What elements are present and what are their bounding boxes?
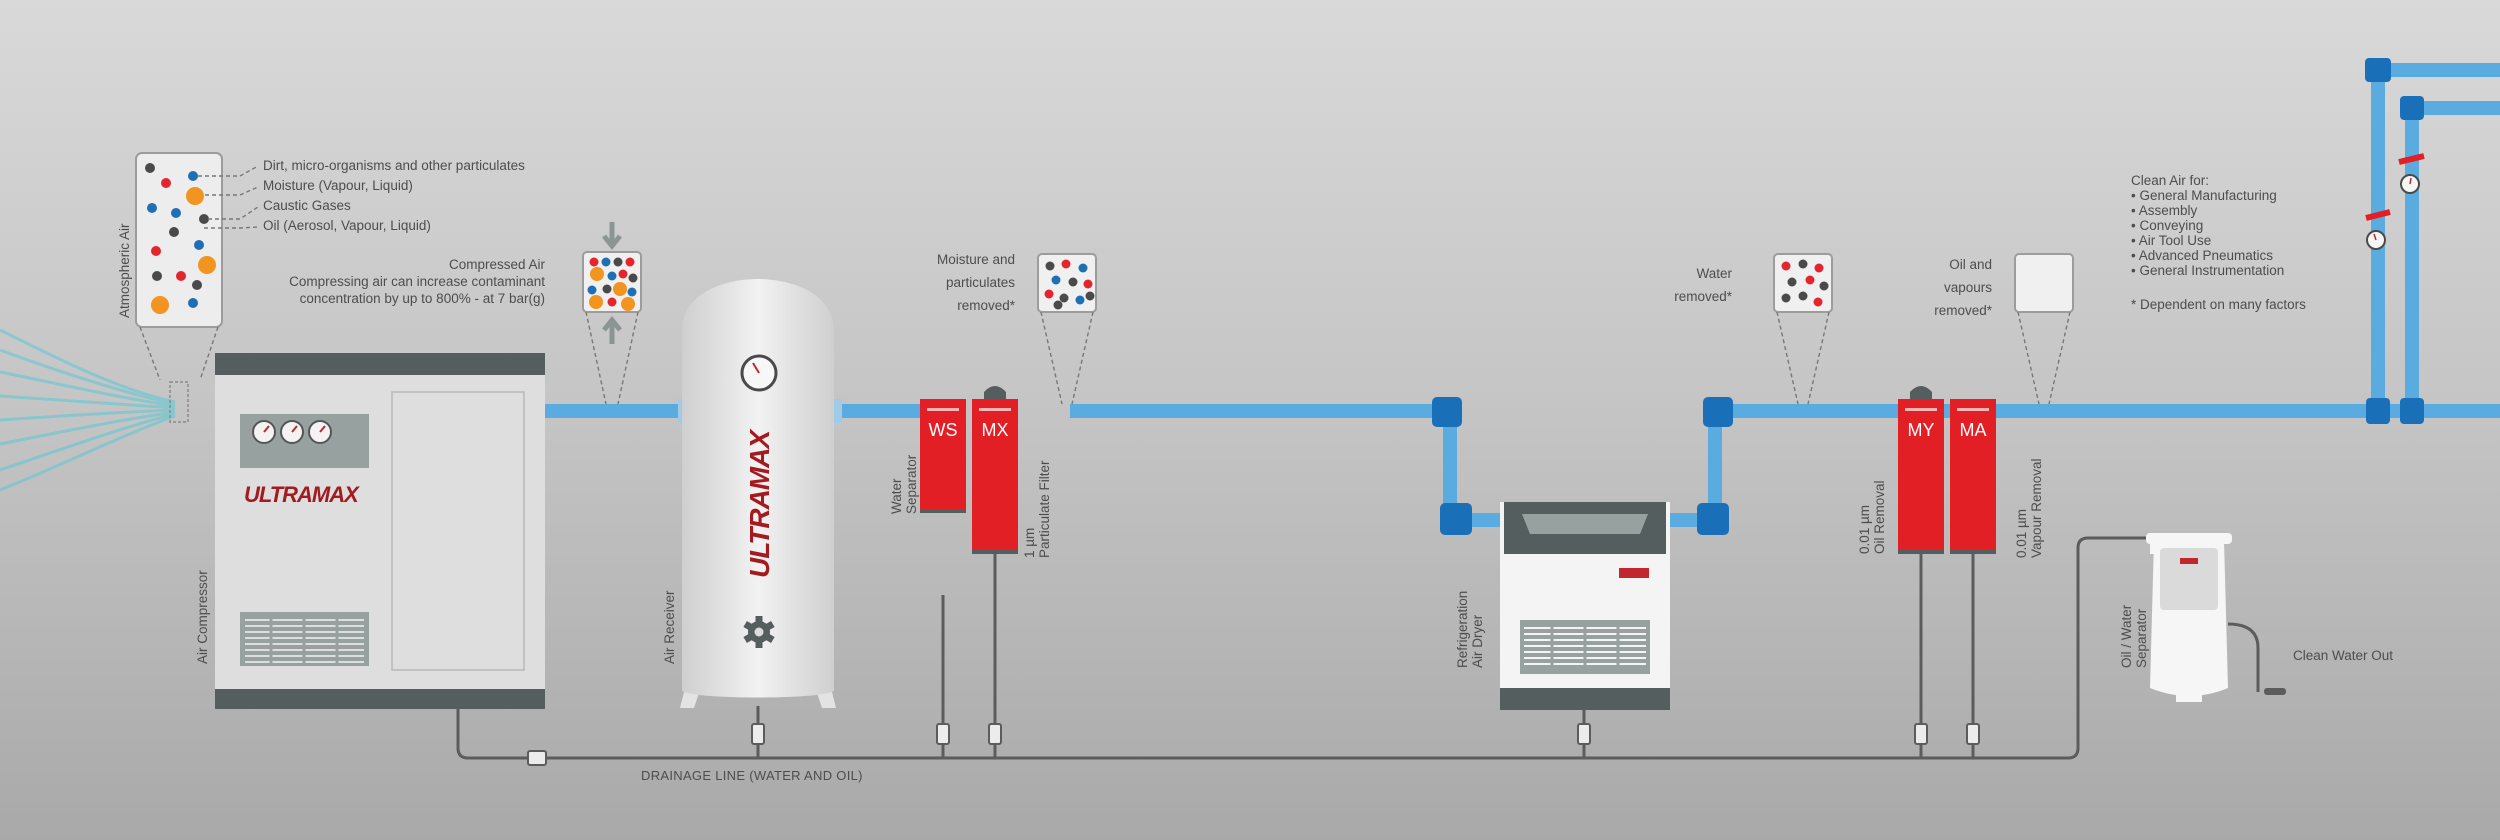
filter-ma-label: MA xyxy=(1960,420,1987,440)
moisture-removed-sample xyxy=(1037,253,1097,405)
air-receiver-label: Air Receiver xyxy=(662,590,677,664)
atmospheric-air-label: Atmospheric Air xyxy=(117,223,132,318)
oil-removed-sample xyxy=(2014,253,2074,405)
moisture-removed-line-2: particulates xyxy=(945,275,1015,290)
air-compressor-label: Air Compressor xyxy=(195,570,210,664)
receiver-brand-logo: ULTRAMAX xyxy=(744,428,775,578)
compressed-air-desc-1: Compressing air can increase contaminant xyxy=(289,274,545,289)
contaminant-leader-lines xyxy=(139,165,259,381)
air-receiver-tank xyxy=(680,279,836,708)
filter-mx-label: MX xyxy=(982,420,1009,440)
clean-air-use-6: • General Instrumentation xyxy=(2131,263,2285,278)
oil-removal-label-2: Oil Removal xyxy=(1872,480,1887,554)
filter-my-label: MY xyxy=(1908,420,1935,440)
outlet-gauge-2 xyxy=(2400,174,2420,194)
oil-removed-line-3: removed* xyxy=(1934,303,1992,318)
compressor-brand-logo: ULTRAMAX xyxy=(244,482,360,507)
outlet-valve-2 xyxy=(2398,153,2425,165)
filter-ma-body xyxy=(1950,399,1996,554)
air-compressor xyxy=(215,353,545,709)
filter-ws-body xyxy=(920,399,966,513)
oil-removed-line-2: vapours xyxy=(1943,280,1992,295)
filter-mx-body xyxy=(972,386,1018,554)
clean-air-use-1: • General Manufacturing xyxy=(2131,188,2277,203)
water-removed-line-2: removed* xyxy=(1674,289,1732,304)
main-air-pipe xyxy=(545,63,2500,527)
drainage-line-label: DRAINAGE LINE (WATER AND OIL) xyxy=(641,768,863,783)
compressed-air-sample xyxy=(582,222,642,405)
outlet-valve-1 xyxy=(2365,209,2391,221)
clean-air-use-2: • Assembly xyxy=(2131,203,2198,218)
compressed-air-title: Compressed Air xyxy=(448,257,545,272)
pipe-elbows xyxy=(1432,58,2424,535)
clean-water-out-label: Clean Water Out xyxy=(2293,648,2394,663)
compressed-air-desc-2: concentration by up to 800% - at 7 bar(g… xyxy=(299,291,545,306)
water-removed-line-1: Water xyxy=(1696,266,1732,281)
drainage-line xyxy=(456,536,2150,760)
filter-ws-label: WS xyxy=(929,420,958,440)
water-removed-sample xyxy=(1773,253,1833,405)
contaminant-moisture: Moisture (Vapour, Liquid) xyxy=(263,178,413,193)
clean-air-use-3: • Conveying xyxy=(2131,218,2204,233)
moisture-removed-line-3: removed* xyxy=(957,298,1015,313)
vapour-removal-label-2: Vapour Removal xyxy=(2029,458,2044,558)
outlet-gauge-1 xyxy=(2366,230,2386,250)
oil-water-separator-label-2: Separator xyxy=(2134,608,2149,668)
refrigeration-dryer-label-2: Air Dryer xyxy=(1470,614,1485,668)
contaminant-oil: Oil (Aerosol, Vapour, Liquid) xyxy=(263,218,431,233)
filter-my-body xyxy=(1898,386,1944,554)
clean-air-use-4: • Air Tool Use xyxy=(2131,233,2212,248)
particulate-filter-label-2: Particulate Filter xyxy=(1037,460,1052,558)
clean-air-use-5: • Advanced Pneumatics xyxy=(2131,248,2274,263)
moisture-removed-line-1: Moisture and xyxy=(936,252,1015,267)
drain-valves xyxy=(527,723,1980,766)
intake-point xyxy=(169,381,189,423)
contaminant-caustic-gases: Caustic Gases xyxy=(263,198,351,213)
clean-air-title: Clean Air for: xyxy=(2131,173,2210,188)
atmospheric-air-sample xyxy=(135,152,223,328)
contaminant-dirt: Dirt, micro-organisms and other particul… xyxy=(263,158,525,173)
oil-water-separator xyxy=(2146,533,2286,702)
refrigeration-air-dryer xyxy=(1500,502,1670,710)
water-separator-label-2: Separator xyxy=(904,454,919,514)
oil-removed-line-1: Oil and xyxy=(1949,257,1992,272)
air-inflow-streaks xyxy=(0,328,176,492)
footnote: * Dependent on many factors xyxy=(2131,297,2306,312)
